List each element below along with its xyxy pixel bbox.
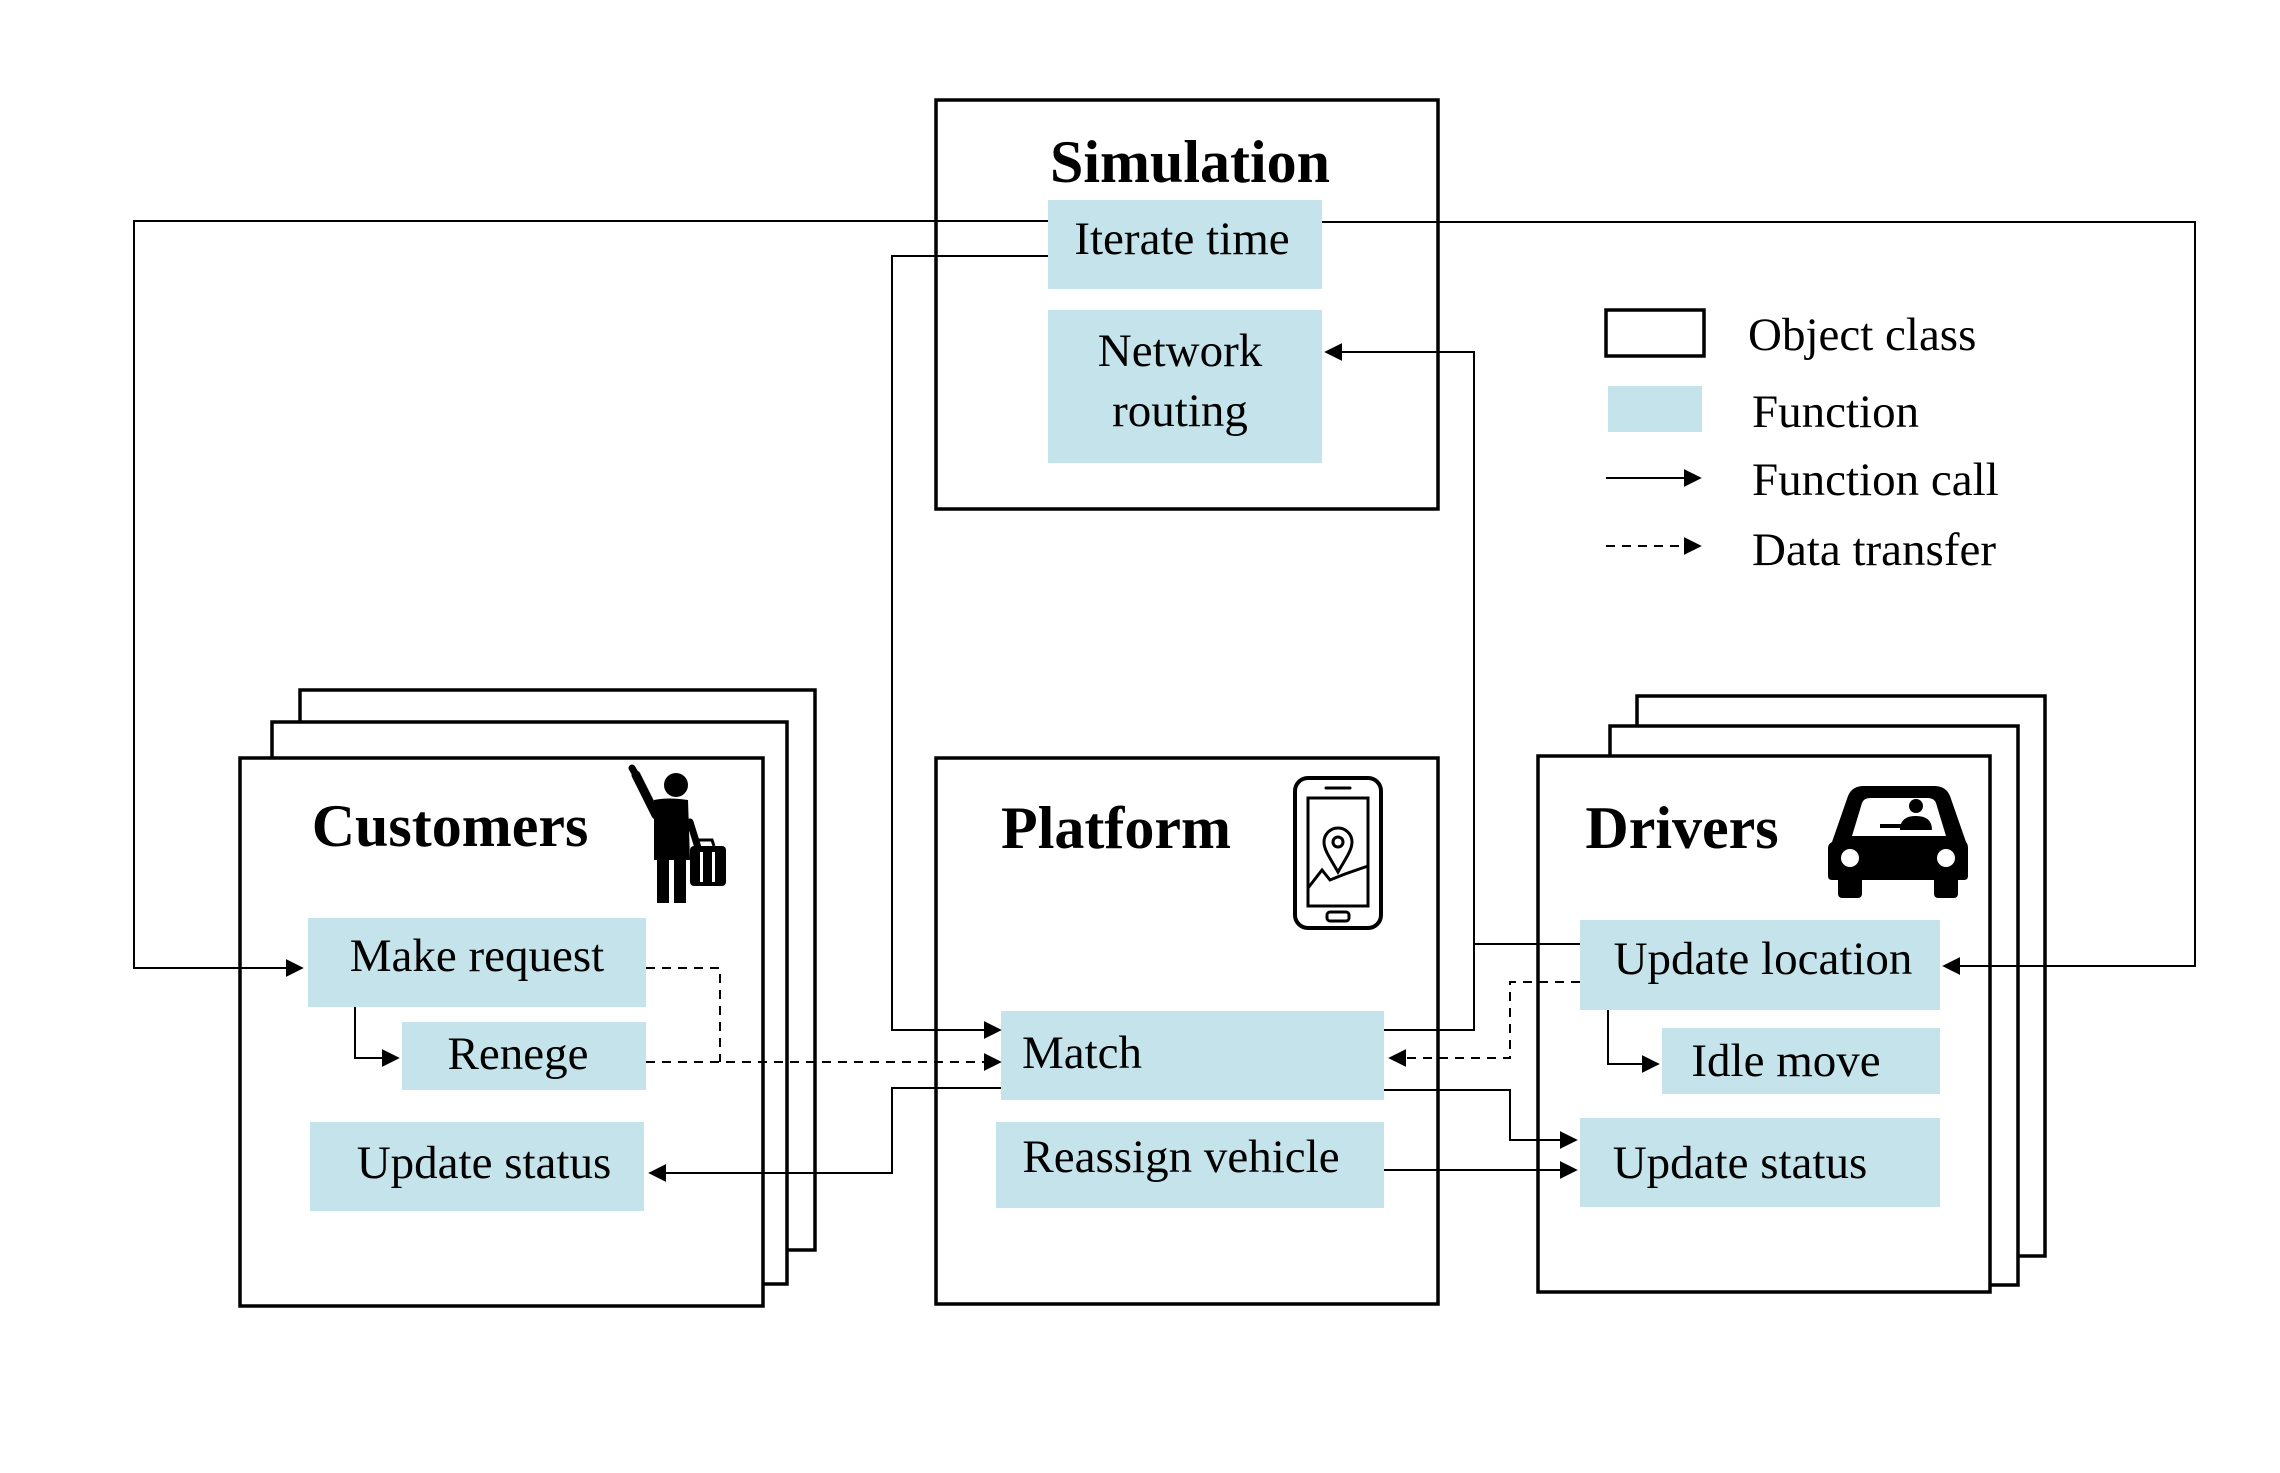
renege-label: Renege bbox=[448, 1028, 589, 1080]
idle-move-function bbox=[1662, 1028, 1940, 1094]
update-location-label: Update location bbox=[1614, 933, 1913, 985]
customer-update-status-function bbox=[310, 1122, 644, 1211]
update-location-to-match-data-arrow bbox=[1388, 981, 1580, 1067]
legend-function-swatch bbox=[1608, 386, 1702, 432]
drivers-title: Drivers bbox=[1585, 795, 1778, 861]
hailing-person-with-luggage-icon bbox=[628, 764, 726, 903]
network-routing-label-line1: Network bbox=[1098, 325, 1263, 377]
legend-data-transfer-label: Data transfer bbox=[1752, 524, 1996, 576]
connectors bbox=[133, 220, 2196, 1182]
make-request-function bbox=[308, 918, 646, 1007]
iterate-to-match-arrow bbox=[891, 255, 1048, 1039]
legend-object-class-swatch bbox=[1604, 308, 1706, 358]
match-function bbox=[1001, 1011, 1384, 1100]
update-location-to-idle-move-arrow bbox=[1607, 1010, 1660, 1073]
match-to-customer-update-status-arrow bbox=[648, 1087, 1001, 1182]
network-routing-function bbox=[1048, 310, 1322, 463]
legend-object-class-label: Object class bbox=[1748, 309, 1976, 361]
match-to-network-routing-arrow bbox=[1324, 343, 1475, 1031]
idle-move-label: Idle move bbox=[1691, 1035, 1880, 1087]
legend-function-call-label: Function call bbox=[1752, 454, 1999, 506]
customer-update-status-label: Update status bbox=[357, 1137, 612, 1189]
drivers-object: Drivers Update location Idle move Update… bbox=[1536, 694, 2047, 1294]
make-request-to-renege-arrow bbox=[354, 1007, 400, 1067]
platform-title: Platform bbox=[1001, 795, 1231, 861]
match-to-driver-update-status-arrow bbox=[1384, 1089, 1578, 1149]
customers-title: Customers bbox=[312, 793, 589, 859]
reassign-vehicle-label: Reassign vehicle bbox=[1022, 1131, 1339, 1183]
simulation-object: Simulation Iterate time Network routing bbox=[934, 98, 1440, 511]
driver-update-status-label: Update status bbox=[1613, 1137, 1868, 1189]
iterate-to-update-location-arrow bbox=[1322, 221, 2196, 975]
renege-function bbox=[402, 1022, 646, 1090]
iterate-time-function bbox=[1048, 200, 1322, 289]
iterate-to-make-request-arrow bbox=[133, 220, 1048, 977]
legend-function-label: Function bbox=[1752, 386, 1919, 438]
match-label: Match bbox=[1022, 1027, 1142, 1079]
make-request-label: Make request bbox=[350, 930, 604, 982]
customers-object: Customers Make request Renege Update sta… bbox=[238, 688, 817, 1308]
iterate-time-label: Iterate time bbox=[1074, 213, 1289, 265]
update-location-function bbox=[1580, 920, 1940, 1010]
car-with-driver-icon bbox=[1828, 786, 1968, 898]
driver-update-status-function bbox=[1580, 1118, 1940, 1207]
simulation-title: Simulation bbox=[1050, 129, 1330, 195]
make-request-data-line bbox=[646, 967, 721, 1062]
legend: Object class Function Function call Data… bbox=[1604, 308, 1999, 576]
reassign-vehicle-function bbox=[996, 1122, 1384, 1208]
network-routing-label-line2: routing bbox=[1112, 385, 1248, 437]
platform-object: Platform Match Reassign vehicle bbox=[934, 756, 1440, 1306]
smartphone-map-pin-icon bbox=[1293, 776, 1383, 930]
